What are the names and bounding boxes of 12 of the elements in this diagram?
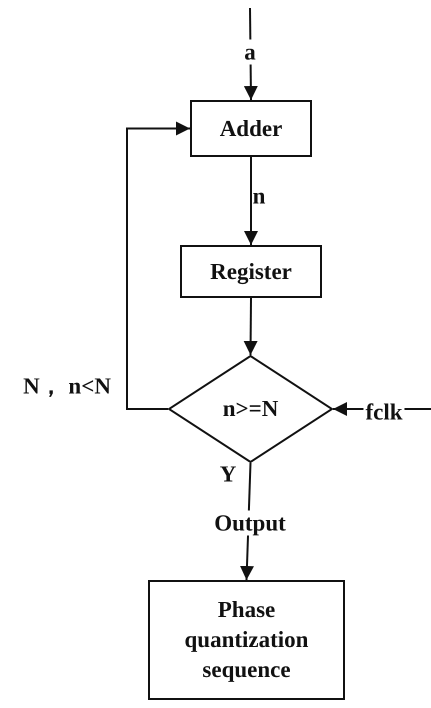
process-box: Phase quantization sequence	[148, 580, 345, 700]
process-box: Adder	[190, 100, 312, 157]
arrow	[244, 157, 258, 245]
edge-label: Output	[212, 510, 288, 536]
edge-label: a	[242, 40, 258, 64]
arrow	[244, 298, 258, 356]
edge-label: N， n<N	[23, 374, 111, 398]
process-box: Register	[180, 245, 322, 298]
condition-text: n>=N	[222, 395, 278, 424]
arrow	[126, 122, 190, 410]
branch-label: Y	[220, 462, 236, 486]
edge-label: n	[252, 184, 266, 208]
